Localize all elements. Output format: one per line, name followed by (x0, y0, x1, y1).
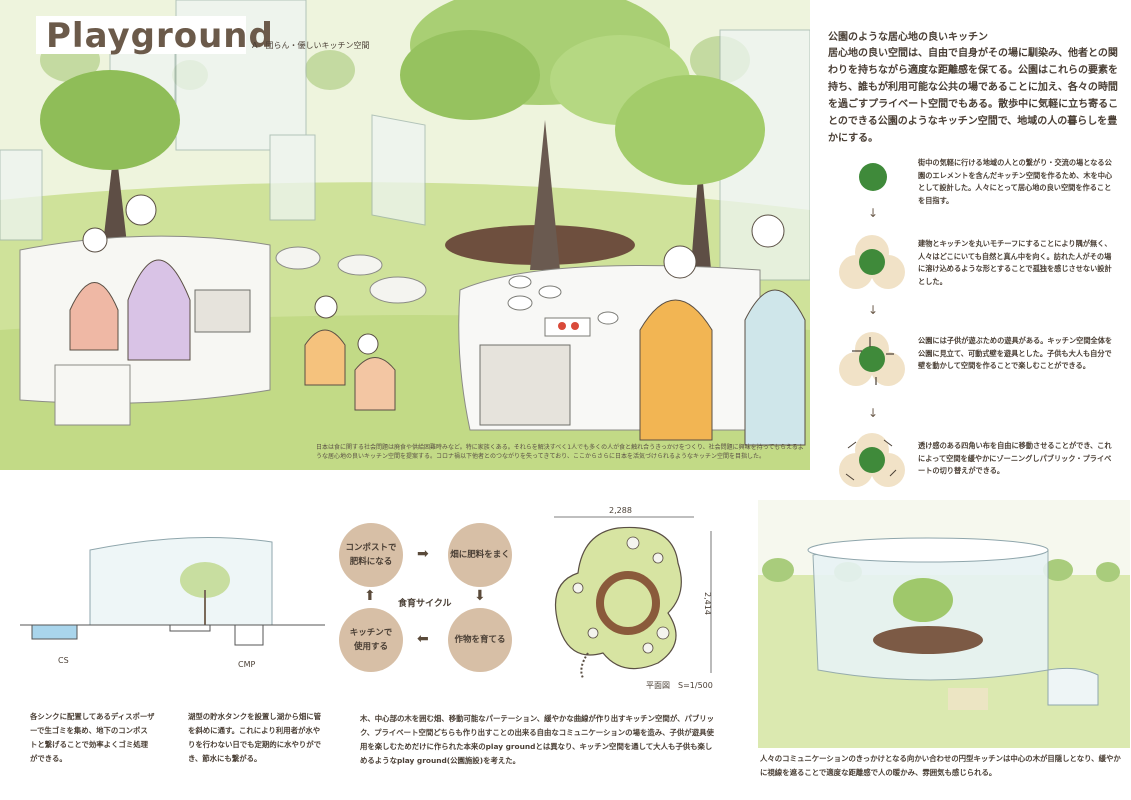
plan-height-label: 2,414 (703, 592, 712, 615)
cycle-item-grow: 作物を育てる (448, 608, 512, 672)
section-label-cs: CS (58, 656, 69, 665)
plan-scale-label: 平面図 S=1/500 (646, 681, 713, 690)
title-backdrop (36, 16, 246, 54)
arrow-down-icon: ↓ (868, 303, 879, 317)
hero-caption: 日本は食に関する社会問題は廃食や供給困難時みなど。特に家族くある。それらを解決す… (316, 444, 804, 460)
section-label-cmp: CMP (238, 660, 256, 669)
step-text-4: 透け感のある四角い布を自由に移動させることができ、これによって空間を緩やかにゾー… (918, 441, 1112, 475)
arrow-down-icon: ↓ (868, 406, 879, 420)
step-text-3: 公園には子供が遊ぶための遊具がある。キッチン空間全体を公園に見立て、可動式壁を遊… (918, 336, 1113, 370)
page-subtitle: A 団らん・優しいキッチン空間 (252, 41, 370, 50)
arrow-down-icon: ⬇ (474, 588, 486, 604)
tree-diagram-icon (859, 163, 887, 191)
arrow-down-icon: ↓ (868, 206, 879, 220)
hero-illustration (0, 0, 810, 470)
cycle-item-kitchen: キッチンで 使用する (339, 608, 403, 672)
exterior-perspective (758, 500, 1130, 748)
cycle-caption: 木、中心部の木を囲む畑、移動可能なパーテーション、緩やかな曲線が作り出すキッチン… (360, 714, 715, 765)
arrow-right-icon: ➡ (417, 546, 429, 562)
perspective-caption: 人々のコミュニケーションのきっかけとなる向かい合わせの円型キッチンは中心の木が目… (760, 754, 1121, 777)
arrow-left-icon: ⬅ (417, 631, 429, 647)
cloth-zoning-diagram-icon (839, 433, 905, 487)
arrow-up-icon: ⬆ (364, 588, 376, 604)
cycle-item-compost: コンポストで 肥料になる (339, 523, 403, 587)
plan-drawing (554, 516, 712, 679)
round-motif-diagram-icon (839, 235, 905, 289)
cycle-label: 食育サイクル (398, 599, 452, 609)
section-drawing (20, 537, 325, 646)
step-text-2: 建物とキッチンを丸いモチーフにすることにより隅が無く、人々はどこにいても自然と真… (918, 239, 1112, 286)
cycle-item-fertilize: 畑に肥料をまく (448, 523, 512, 587)
concept-heading: 公園のような居心地の良いキッチン (828, 32, 988, 43)
plan-width-label: 2,288 (609, 506, 632, 515)
section-caption-right: 湖型の貯水タンクを設置し湖から畑に管を斜めに通す。これにより利用者が水やりを行わ… (188, 712, 322, 763)
page-title: Playground (46, 16, 274, 56)
concept-body: 居心地の良い空間は、自由で自身がその場に馴染み、他者との関わりを持ちながら適度な… (828, 48, 1119, 144)
section-caption-left: 各シンクに配置してあるディスポーザーで生ゴミを集め、地下のコンポストと繋げること… (30, 712, 155, 763)
movable-wall-diagram-icon (839, 332, 905, 386)
step-text-1: 街中の気軽に行ける地域の人との繋がり・交流の場となる公園のエレメントを含んだキッ… (918, 158, 1113, 205)
